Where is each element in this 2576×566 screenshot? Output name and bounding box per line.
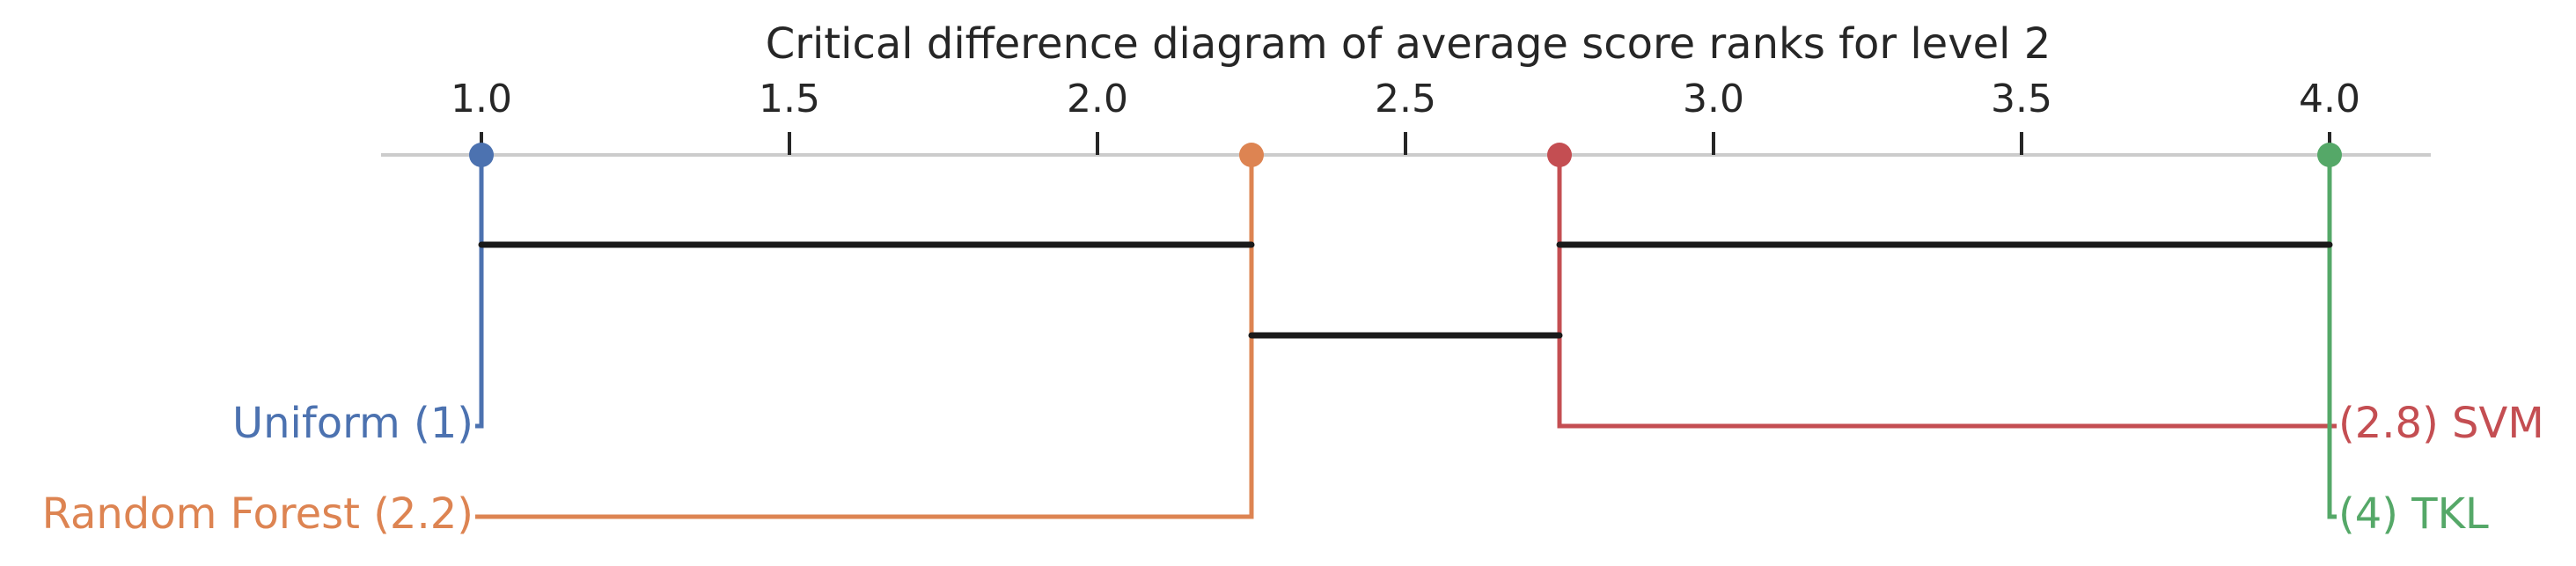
method-label: Random Forest (2.2) <box>42 489 473 539</box>
method-labels: Uniform (1) Random Forest (2.2) (2.8) SVM (… <box>42 399 2544 539</box>
rank-markers <box>469 143 2342 167</box>
clique-bars <box>478 241 2333 339</box>
rank-marker <box>1239 143 1264 167</box>
rank-marker <box>2317 143 2342 167</box>
axis-tick-label: 2.0 <box>1067 77 1128 121</box>
method-connector <box>1557 155 2337 429</box>
method-label: (4) TKL <box>2338 489 2489 539</box>
axis-tick-label: 2.5 <box>1375 77 1436 121</box>
axis-tick-label: 4.0 <box>2299 77 2360 121</box>
method-label: Uniform (1) <box>232 399 473 448</box>
axis-tick-label: 1.0 <box>451 77 512 121</box>
axis-tick-label: 3.0 <box>1683 77 1744 121</box>
axis-tick-label: 3.5 <box>1991 77 2052 121</box>
rank-marker <box>469 143 494 167</box>
axis-ticks: 1.0 1.5 2.0 2.5 3.0 3.5 4.0 <box>451 77 2360 155</box>
method-label: (2.8) SVM <box>2338 399 2544 448</box>
method-connector <box>475 155 484 429</box>
axis-tick-label: 1.5 <box>759 77 820 121</box>
method-connector <box>475 155 1254 519</box>
rank-marker <box>1547 143 1572 167</box>
method-connector <box>2327 155 2337 519</box>
chart-title: Critical difference diagram of average s… <box>766 19 2051 69</box>
